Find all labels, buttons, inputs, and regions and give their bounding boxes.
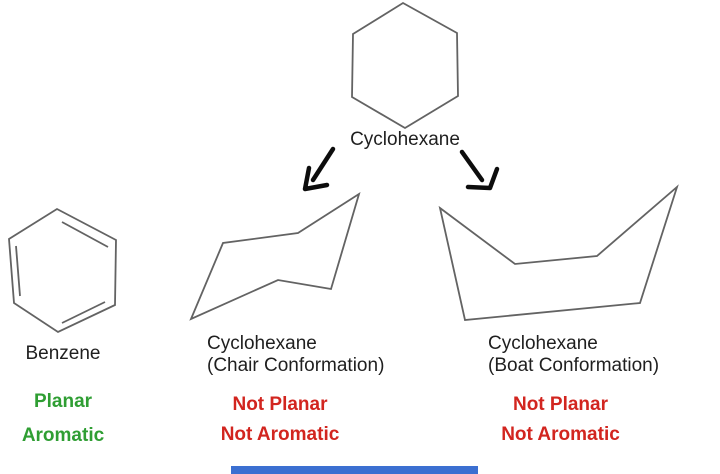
boat-name-line1: Cyclohexane: [488, 333, 598, 354]
benzene-ring: [8, 207, 117, 334]
boat-name-line2: (Boat Conformation): [488, 355, 660, 376]
arrow-down-left-icon: [302, 146, 336, 192]
cyclohexane-title: Cyclohexane: [350, 129, 460, 150]
chair-conformation-shape: [189, 191, 361, 321]
benzene-double-bond-3: [61, 301, 106, 324]
arrow-down-right-head: [465, 166, 500, 191]
benzene-planar-label: Planar: [33, 391, 93, 412]
boat-planar-label: Not Planar: [512, 394, 609, 415]
chair-aromatic-label: Not Aromatic: [220, 424, 340, 445]
chair-name-line1: Cyclohexane: [207, 333, 317, 354]
chair-name-line2: (Chair Conformation): [207, 355, 385, 376]
benzene-aromatic-label: Aromatic: [21, 425, 105, 446]
boat-conformation-shape: [438, 184, 679, 321]
boat-aromatic-label: Not Aromatic: [501, 424, 620, 445]
benzene-double-bond-1: [61, 221, 109, 248]
benzene-outer-ring: [8, 207, 117, 334]
arrow-down-left-head: [302, 165, 330, 192]
arrow-down-right-icon: [459, 149, 500, 191]
arrow-down-right-shaft: [459, 149, 485, 183]
arrow-down-left-shaft: [310, 146, 336, 183]
progress-bar[interactable]: [231, 466, 478, 474]
cyclohexane-hexagon: [351, 1, 459, 130]
chair-name-label: Cyclohexane (Chair Conformation): [207, 333, 384, 377]
benzene-double-bond-2: [15, 245, 21, 297]
benzene-name-label: Benzene: [25, 343, 101, 364]
boat-name-label: Cyclohexane (Boat Conformation): [488, 333, 659, 377]
chair-planar-label: Not Planar: [232, 394, 328, 415]
